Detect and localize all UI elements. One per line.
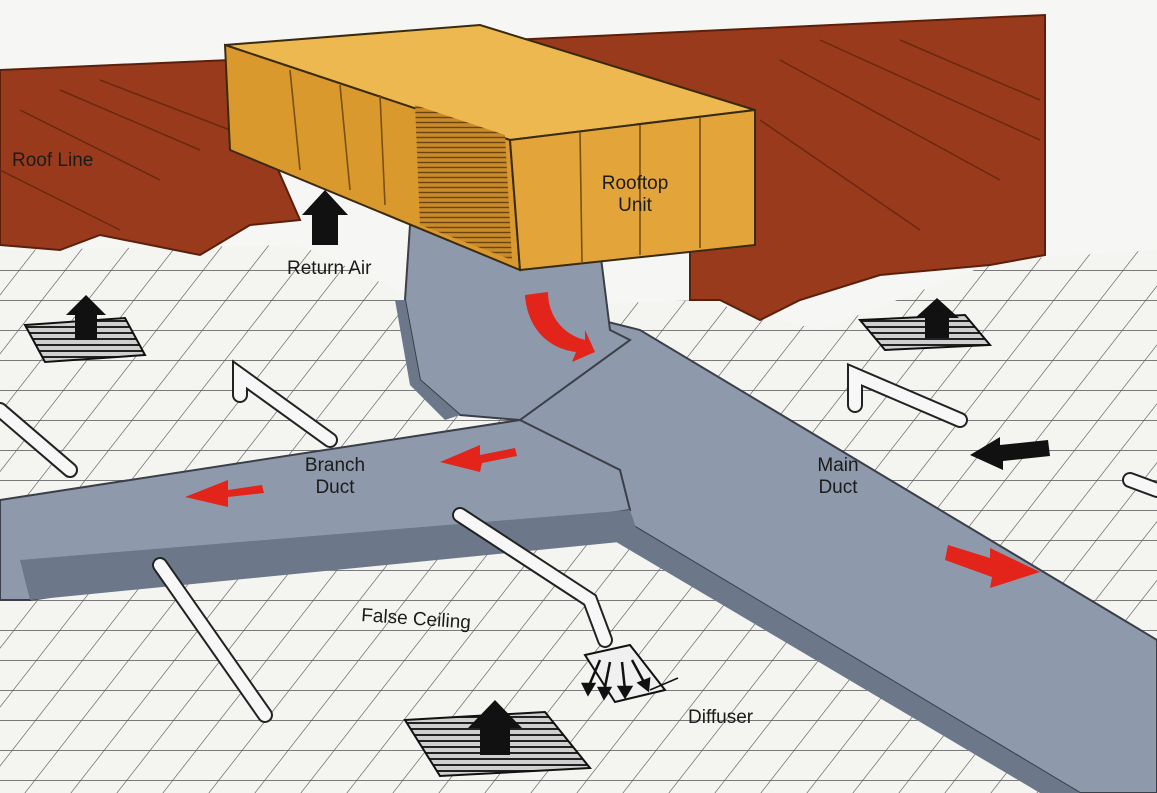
label-rooftop-unit-line2: Unit — [618, 194, 652, 216]
main-duct-side — [520, 470, 1080, 793]
label-diffuser: Diffuser — [688, 707, 754, 728]
label-main-duct-line2: Duct — [818, 476, 858, 498]
diffuser-arrows — [580, 659, 651, 701]
pipes — [0, 359, 1157, 723]
label-main-duct: Main Duct — [783, 455, 893, 499]
rooftop-unit-front — [508, 108, 756, 272]
label-roof-line: Roof Line — [12, 150, 94, 171]
label-branch-duct: Branch Duct — [280, 455, 390, 499]
label-rooftop-unit-line1: Rooftop — [601, 173, 669, 194]
supply-air-arrow-main — [945, 545, 1040, 588]
label-return-air: Return Air — [287, 258, 372, 279]
supply-drop-duct-side — [395, 300, 460, 420]
diffuser-leader-line — [649, 677, 679, 691]
label-rooftop-unit: Rooftop Unit — [580, 173, 690, 217]
return-air-arrow — [302, 190, 348, 245]
rooftop-unit-louver — [415, 105, 512, 260]
label-main-duct-line1: Main — [817, 455, 859, 476]
supply-air-arrow-drop — [525, 292, 595, 362]
roof-left-texture — [0, 79, 231, 231]
supply-air-arrow-branch-2 — [185, 480, 264, 507]
roof-right-texture — [759, 39, 1041, 231]
return-air-arrow-bottom-grille — [468, 700, 522, 755]
label-branch-duct-line1: Branch — [304, 455, 366, 476]
supply-air-arrow-branch-1 — [440, 445, 517, 472]
return-air-arrow-right — [970, 437, 1050, 470]
label-branch-duct-line2: Duct — [315, 476, 355, 498]
rooftop-unit-panel-lines — [289, 69, 701, 263]
return-air-arrow-right-grille — [915, 298, 959, 338]
return-air-arrow-left-grille — [66, 295, 106, 340]
